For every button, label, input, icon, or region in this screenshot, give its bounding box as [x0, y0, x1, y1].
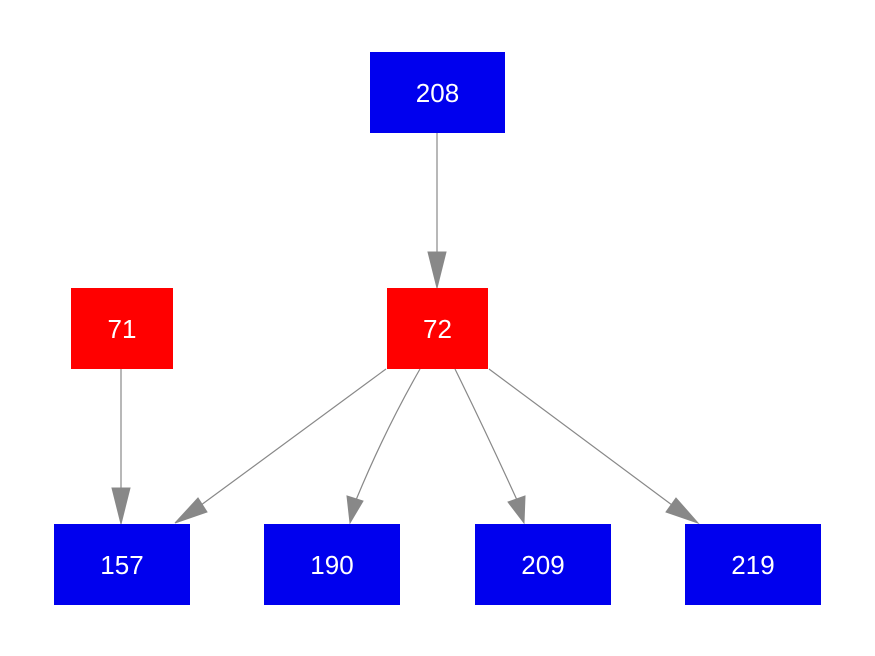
node-208-label: 208 [416, 78, 459, 108]
edge-71-to-157 [111, 369, 131, 525]
edge-72-to-209 [454, 368, 526, 525]
node-219-label: 219 [731, 550, 774, 580]
node-157-label: 157 [100, 550, 143, 580]
node-157: 157 [54, 524, 190, 605]
node-72-label: 72 [423, 314, 452, 344]
edge-72-to-219 [488, 368, 700, 525]
edges-layer [111, 133, 700, 525]
node-72: 72 [387, 288, 488, 369]
nodes-layer: 208 71 72 157 190 209 219 [54, 52, 821, 605]
node-190-label: 190 [310, 550, 353, 580]
node-209-label: 209 [521, 550, 564, 580]
node-71-label: 71 [108, 314, 137, 344]
node-209: 209 [475, 524, 611, 605]
edge-72-to-190 [346, 368, 421, 525]
edge-72-to-157 [174, 368, 387, 524]
node-219: 219 [685, 524, 821, 605]
node-190: 190 [264, 524, 400, 605]
node-71: 71 [71, 288, 173, 369]
node-208: 208 [370, 52, 505, 133]
edge-208-to-72 [427, 133, 447, 289]
